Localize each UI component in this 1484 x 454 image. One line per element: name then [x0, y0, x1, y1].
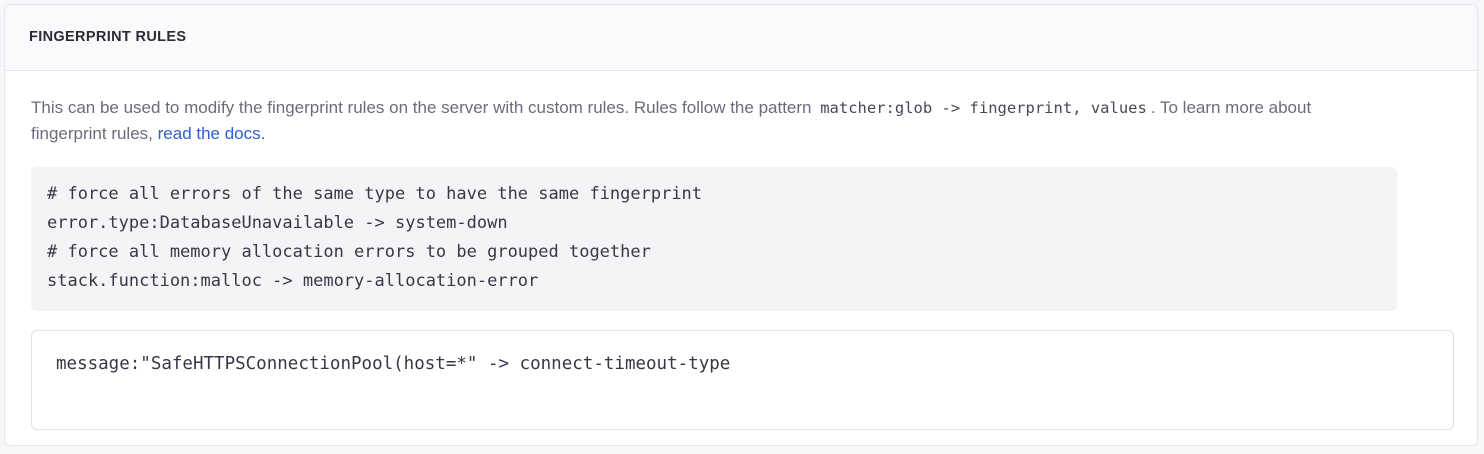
fingerprint-rules-panel: FINGERPRINT RULES This can be used to mo…	[4, 4, 1478, 446]
example-code-block: # force all errors of the same type to h…	[31, 167, 1397, 311]
description-lead: This can be used to modify the fingerpri…	[31, 98, 817, 117]
panel-header: FINGERPRINT RULES	[5, 5, 1477, 71]
inline-code-pattern: matcher:glob -> fingerprint, values	[820, 99, 1147, 117]
panel-body: This can be used to modify the fingerpri…	[5, 71, 1477, 430]
fingerprint-rules-input[interactable]	[31, 330, 1454, 430]
description-text: This can be used to modify the fingerpri…	[31, 95, 1376, 147]
example-code-text: # force all errors of the same type to h…	[47, 184, 703, 291]
description-middle: . To learn more about fingerprint rules,	[31, 98, 1312, 143]
page-title: FINGERPRINT RULES	[29, 29, 187, 46]
read-the-docs-link[interactable]: read the docs.	[157, 124, 266, 143]
